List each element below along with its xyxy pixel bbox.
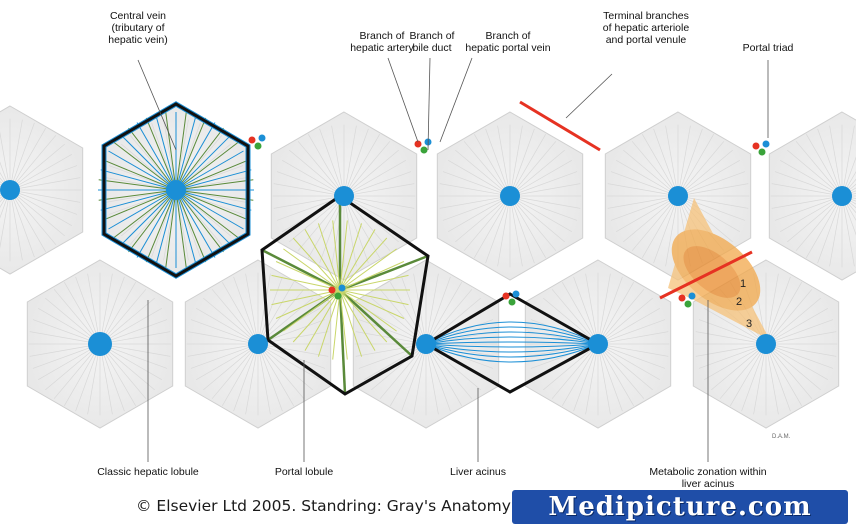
label-branch-bile-duct: Branch of bile duct	[410, 30, 455, 54]
watermark: Medipicture.com	[512, 490, 848, 524]
label-portal-lobule: Portal lobule	[275, 466, 333, 478]
central-vein	[832, 186, 852, 206]
label-central-vein: Central vein (tributary of hepatic vein)	[108, 10, 168, 46]
zone-3-label: 3	[746, 318, 752, 330]
label-liver-acinus: Liver acinus	[450, 466, 506, 478]
label-branch-portal-vein: Branch of hepatic portal vein	[465, 30, 550, 54]
label-terminal-branches: Terminal branches of hepatic arteriole a…	[603, 10, 689, 46]
label-branch-hepatic-artery: Branch of hepatic artery	[350, 30, 414, 54]
copyright-text: © Elsevier Ltd 2005. Standring: Gray's A…	[136, 497, 556, 515]
central-vein	[416, 334, 436, 354]
central-vein	[500, 186, 520, 206]
central-vein	[0, 180, 20, 200]
central-vein	[248, 334, 268, 354]
zone-1-label: 1	[740, 278, 746, 290]
central-vein	[88, 332, 112, 356]
central-vein	[166, 180, 186, 200]
label-classic-hepatic-lobule: Classic hepatic lobule	[97, 466, 199, 478]
central-vein	[668, 186, 688, 206]
central-vein	[588, 334, 608, 354]
label-metabolic-zonation: Metabolic zonation within liver acinus	[649, 466, 766, 490]
zone-2-label: 2	[736, 296, 742, 308]
artist-mark: D.A.M.	[772, 434, 791, 440]
label-portal-triad: Portal triad	[743, 42, 794, 54]
central-vein	[334, 186, 354, 206]
central-vein	[756, 334, 776, 354]
